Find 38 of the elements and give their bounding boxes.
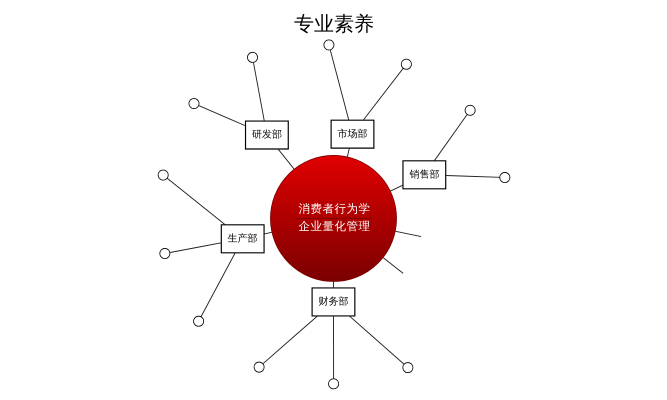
connector	[346, 148, 350, 158]
connector	[262, 316, 318, 364]
node-circle	[328, 378, 339, 390]
node-box: 销售部	[402, 160, 446, 190]
connector	[362, 68, 404, 120]
node-circle	[253, 362, 264, 373]
node-circle	[246, 52, 258, 63]
node-circle	[400, 58, 412, 70]
connector	[166, 178, 225, 226]
connector	[252, 62, 264, 122]
node-circle	[158, 248, 170, 259]
connector	[444, 175, 500, 178]
connector	[332, 281, 334, 288]
node-circle	[188, 98, 199, 109]
connector	[382, 257, 404, 274]
connector	[169, 242, 222, 253]
connector	[277, 148, 294, 170]
connector	[433, 114, 468, 162]
node-box: 市场部	[330, 120, 374, 149]
connector	[348, 316, 404, 364]
node-box: 财务部	[311, 287, 355, 317]
connector	[198, 105, 246, 126]
node-box: 研发部	[244, 120, 288, 150]
connector	[390, 184, 403, 192]
connector	[332, 316, 334, 380]
diagram-title: 专业素养	[294, 11, 374, 36]
node-box: 生产部	[220, 224, 264, 254]
node-circle	[464, 104, 476, 116]
node-circle	[322, 39, 334, 50]
node-circle	[192, 316, 204, 327]
node-circle	[402, 362, 413, 374]
connector	[329, 49, 349, 120]
connector	[394, 230, 421, 237]
node-circle	[157, 170, 168, 180]
connector	[263, 232, 272, 234]
connector	[200, 252, 235, 318]
node-circle: 消费者行为学 企业量化管理	[270, 155, 396, 282]
node-circle	[498, 172, 510, 183]
